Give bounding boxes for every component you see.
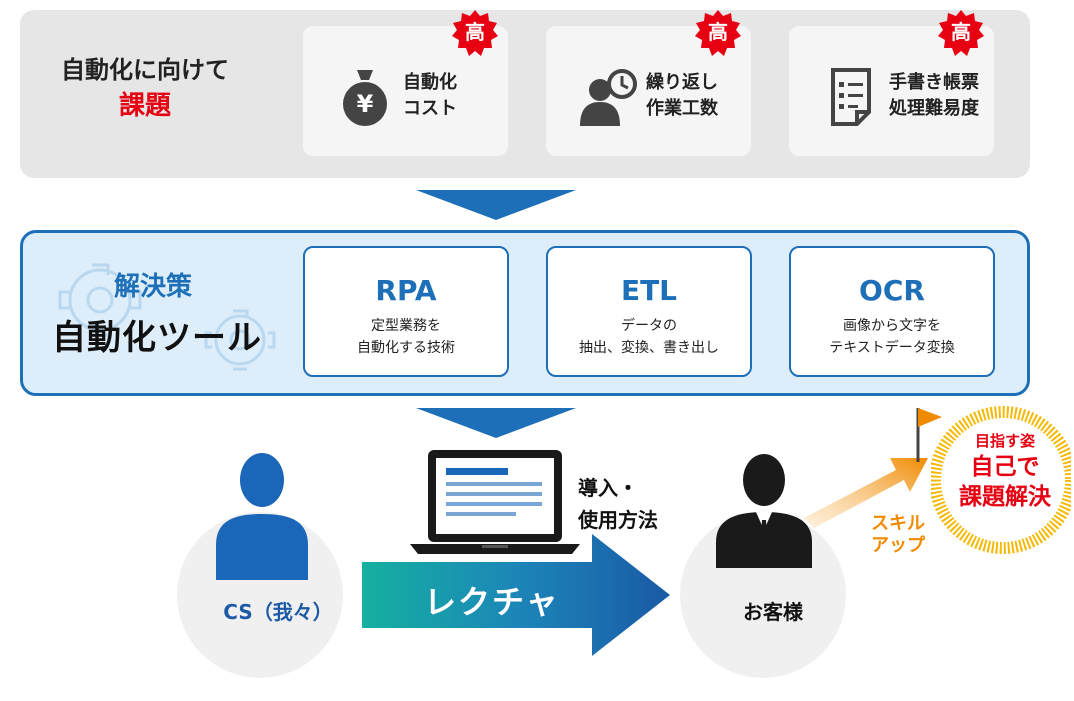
- solution-subtitle: 解決策: [114, 272, 193, 302]
- tool-card-rpa: RPA 定型業務を 自動化する技術: [303, 246, 509, 377]
- customer-person-icon: [716, 454, 812, 568]
- lecture-arrow: [362, 534, 670, 656]
- challenge-label: 繰り返し 作業工数: [646, 72, 718, 119]
- tool-card-ocr: OCR 画像から文字を テキストデータ変換: [789, 246, 995, 377]
- person-clock-icon: [580, 69, 637, 126]
- high-badge-label: 高: [951, 20, 971, 44]
- challenge-card-cost: ¥ 自動化 コスト 高: [303, 10, 508, 156]
- skillup-arrow: [804, 408, 942, 528]
- down-chevron-arrow: [416, 190, 576, 220]
- tool-description: 定型業務を 自動化する技術: [357, 318, 455, 356]
- gears-icon: [58, 263, 276, 371]
- high-badge-icon: [938, 10, 984, 56]
- challenge-card-handwriting: 手書き帳票 処理難易度 高: [789, 10, 994, 156]
- down-chevron-arrow: [416, 408, 576, 438]
- svg-text:¥: ¥: [357, 90, 374, 118]
- tool-name: ETL: [620, 274, 678, 307]
- high-badge-icon: [695, 10, 741, 56]
- challenges-title-line1: 自動化に向けて: [61, 56, 229, 84]
- goal-subtitle: 目指す姿: [974, 432, 1035, 450]
- money-bag-yen-icon: ¥: [343, 70, 387, 126]
- lecture-label: レクチャ: [424, 583, 560, 621]
- tool-description: 画像から文字を テキストデータ変換: [829, 318, 955, 356]
- goal-burst: [931, 406, 1071, 554]
- solution-title: 自動化ツール: [52, 318, 262, 358]
- challenge-label: 自動化 コスト: [403, 72, 457, 119]
- customer-label: お客様: [743, 600, 803, 624]
- tool-name: RPA: [375, 274, 437, 307]
- skillup-label: スキル アップ: [871, 513, 925, 556]
- challenge-card-workload: 繰り返し 作業工数 高: [546, 10, 751, 156]
- high-badge-icon: [452, 10, 498, 56]
- laptop-icon: [410, 450, 580, 554]
- tool-card-etl: ETL データの 抽出、変換、書き出し: [546, 246, 752, 377]
- document-list-icon: [831, 68, 871, 126]
- high-badge-label: 高: [465, 20, 485, 44]
- goal-title: 自己で 課題解決: [959, 454, 1051, 510]
- tool-name: OCR: [859, 274, 925, 307]
- cs-person-icon: [216, 453, 308, 580]
- challenges-title-line2: 課題: [118, 91, 171, 121]
- cs-label: CS（我々）: [223, 600, 333, 624]
- intro-usage-label: 導入・ 使用方法: [578, 476, 658, 532]
- tool-description: データの 抽出、変換、書き出し: [579, 318, 719, 356]
- challenge-label: 手書き帳票 処理難易度: [889, 72, 979, 119]
- high-badge-label: 高: [708, 20, 728, 44]
- challenges-title: 自動化に向けて 課題: [60, 52, 230, 124]
